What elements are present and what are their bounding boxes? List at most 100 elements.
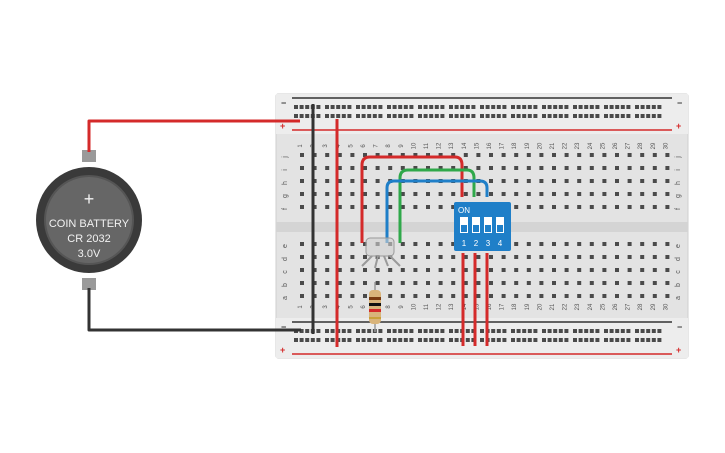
breadboard-hole	[552, 268, 556, 272]
breadboard-hole	[589, 153, 594, 157]
breadboard-hole	[312, 153, 317, 157]
breadboard-hole	[552, 166, 556, 170]
breadboard-hole	[400, 281, 405, 285]
breadboard-hole	[615, 338, 620, 342]
breadboard-hole	[526, 205, 531, 209]
breadboard-hole	[426, 192, 430, 196]
breadboard-hole	[539, 153, 544, 157]
breadboard-hole	[438, 294, 443, 298]
breadboard-hole	[640, 192, 645, 196]
breadboard-hole	[501, 294, 506, 298]
breadboard-hole	[363, 281, 367, 285]
breadboard-hole	[578, 105, 583, 109]
breadboard-hole	[501, 281, 506, 285]
breadboard-hole	[413, 192, 418, 196]
breadboard-hole	[409, 114, 414, 118]
column-label: 26	[613, 303, 619, 310]
breadboard-hole	[558, 105, 563, 109]
breadboard-hole	[602, 294, 607, 298]
dip-toggle-knob[interactable]	[473, 225, 479, 232]
breadboard-hole	[615, 105, 620, 109]
breadboard-hole	[651, 338, 656, 342]
breadboard-hole	[372, 338, 377, 342]
breadboard-hole	[454, 338, 459, 342]
breadboard-hole	[609, 105, 614, 109]
breadboard-hole	[363, 242, 367, 246]
breadboard-hole	[400, 153, 405, 157]
column-label: 15	[474, 142, 480, 149]
breadboard-hole	[589, 294, 594, 298]
breadboard-hole	[646, 338, 651, 342]
dip-number-label: 1	[462, 239, 467, 248]
battery-plus-symbol: +	[84, 189, 95, 209]
breadboard-hole	[325, 338, 329, 342]
row-label: f	[282, 208, 289, 210]
breadboard-hole	[451, 242, 456, 246]
row-label: f	[675, 208, 682, 210]
breadboard-hole	[413, 166, 418, 170]
breadboard-hole	[547, 105, 552, 109]
breadboard-hole	[480, 114, 484, 118]
breadboard-hole	[392, 329, 397, 333]
breadboard-hole	[398, 338, 403, 342]
led-body	[365, 237, 395, 257]
breadboard-hole	[640, 105, 645, 109]
breadboard-hole	[577, 192, 582, 196]
breadboard-hole	[426, 242, 430, 246]
breadboard-hole	[403, 114, 408, 118]
breadboard-hole	[325, 179, 330, 183]
breadboard-hole	[547, 329, 552, 333]
breadboard-hole	[589, 268, 594, 272]
breadboard-hole	[400, 242, 405, 246]
row-label: e	[282, 244, 289, 248]
breadboard-hole	[526, 281, 531, 285]
breadboard-hole	[361, 338, 366, 342]
breadboard-hole	[577, 268, 582, 272]
breadboard-hole	[299, 105, 304, 109]
column-label: 14	[462, 303, 468, 310]
breadboard-hole	[330, 338, 335, 342]
breadboard-hole	[312, 205, 317, 209]
breadboard-hole	[657, 329, 662, 333]
column-label: 29	[651, 303, 657, 310]
column-label: 24	[588, 142, 594, 149]
top-left-minus: −	[281, 98, 286, 108]
breadboard-hole	[542, 329, 546, 333]
breadboard-hole	[604, 114, 608, 118]
breadboard-hole	[350, 281, 355, 285]
breadboard-hole	[564, 153, 569, 157]
breadboard-hole	[392, 105, 397, 109]
breadboard-hole	[609, 114, 614, 118]
breadboard-hole	[491, 338, 496, 342]
breadboard-hole	[476, 166, 481, 170]
breadboard-hole	[465, 105, 470, 109]
breadboard-hole	[589, 205, 594, 209]
column-label: 9	[399, 144, 405, 148]
dip-toggle-knob[interactable]	[485, 225, 491, 232]
breadboard-hole	[350, 153, 355, 157]
breadboard-hole	[471, 114, 476, 118]
breadboard-hole	[665, 205, 670, 209]
resistor-band-2	[369, 303, 381, 306]
breadboard-hole	[589, 281, 594, 285]
breadboard-hole	[465, 338, 470, 342]
dip-toggle-knob[interactable]	[461, 225, 467, 232]
breadboard-hole	[627, 166, 632, 170]
breadboard-hole	[316, 338, 321, 342]
breadboard-hole	[440, 329, 445, 333]
breadboard-hole	[635, 105, 639, 109]
breadboard-hole	[577, 205, 582, 209]
row-label: e	[675, 244, 682, 248]
breadboard-hole	[413, 281, 418, 285]
breadboard-hole	[539, 192, 544, 196]
column-label: 20	[537, 142, 543, 149]
breadboard-hole	[325, 255, 330, 259]
top-right-plus: +	[676, 121, 681, 131]
dip-toggle-knob[interactable]	[497, 225, 503, 232]
breadboard-hole	[341, 114, 346, 118]
breadboard-hole	[522, 338, 527, 342]
resistor-band-1	[369, 297, 381, 300]
breadboard-hole	[652, 205, 657, 209]
breadboard-hole	[627, 205, 632, 209]
